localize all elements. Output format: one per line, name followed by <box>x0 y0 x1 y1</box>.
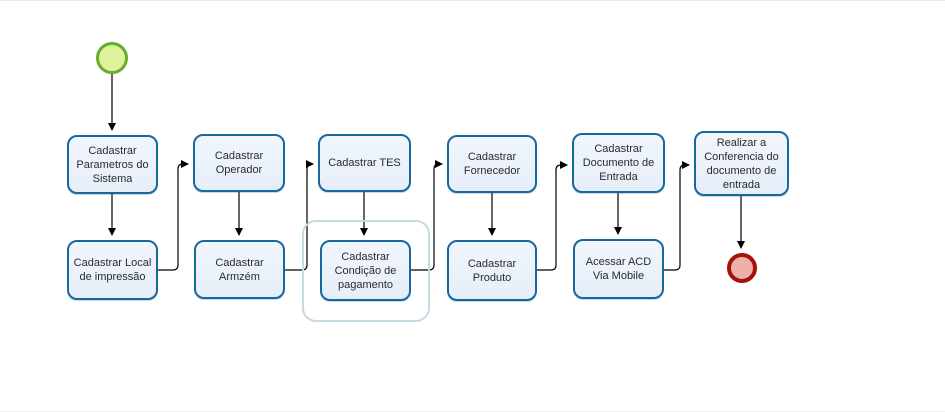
connector-n11-to-n6 <box>664 161 690 271</box>
flow-node-label: Cadastrar Fornecedor <box>463 151 521 177</box>
flow-node-cadastrar-armzem: Cadastrar Armzém <box>194 240 285 299</box>
flow-node-label: Acessar ACD Via Mobile <box>585 256 652 282</box>
flow-node-label: Cadastrar Parametros do Sistema <box>76 144 149 185</box>
flow-node-label: Cadastrar Condição de pagamento <box>334 250 397 291</box>
flow-node-acessar-acd-via-mobile: Acessar ACD Via Mobile <box>573 239 664 299</box>
flow-node-realizar-conferencia-documento-entrada: Realizar a Conferencia do documento de e… <box>694 131 789 196</box>
flow-node-cadastrar-operador: Cadastrar Operador <box>193 134 285 192</box>
end-event <box>727 253 757 283</box>
group-container <box>302 220 430 322</box>
connector-n10-to-n5 <box>537 161 568 271</box>
flow-node-cadastrar-parametros-do-sistema: Cadastrar Parametros do Sistema <box>67 135 158 194</box>
flow-node-cadastrar-fornecedor: Cadastrar Fornecedor <box>447 135 537 193</box>
flow-node-cadastrar-tes: Cadastrar TES <box>318 134 411 192</box>
start-event <box>96 42 128 74</box>
flow-node-cadastrar-documento-de-entrada: Cadastrar Documento de Entrada <box>572 133 665 193</box>
flow-node-label: Cadastrar Local de impressão <box>73 257 152 283</box>
connector-n7-to-n2 <box>158 160 189 271</box>
flow-node-label: Cadastrar Documento de Entrada <box>582 143 655 183</box>
flow-node-label: Cadastrar Operador <box>214 150 264 176</box>
flow-node-label: Realizar a Conferencia do documento de e… <box>704 136 779 191</box>
flow-node-label: Cadastrar TES <box>328 157 401 169</box>
flow-node-label: Cadastrar Produto <box>467 257 517 284</box>
flow-node-cadastrar-produto: Cadastrar Produto <box>447 240 537 301</box>
flow-node-cadastrar-local-de-impressao: Cadastrar Local de impressão <box>67 240 158 300</box>
flow-node-label: Cadastrar Armzém <box>215 256 264 283</box>
flow-node-cadastrar-condicao-de-pagamento: Cadastrar Condição de pagamento <box>320 240 411 301</box>
